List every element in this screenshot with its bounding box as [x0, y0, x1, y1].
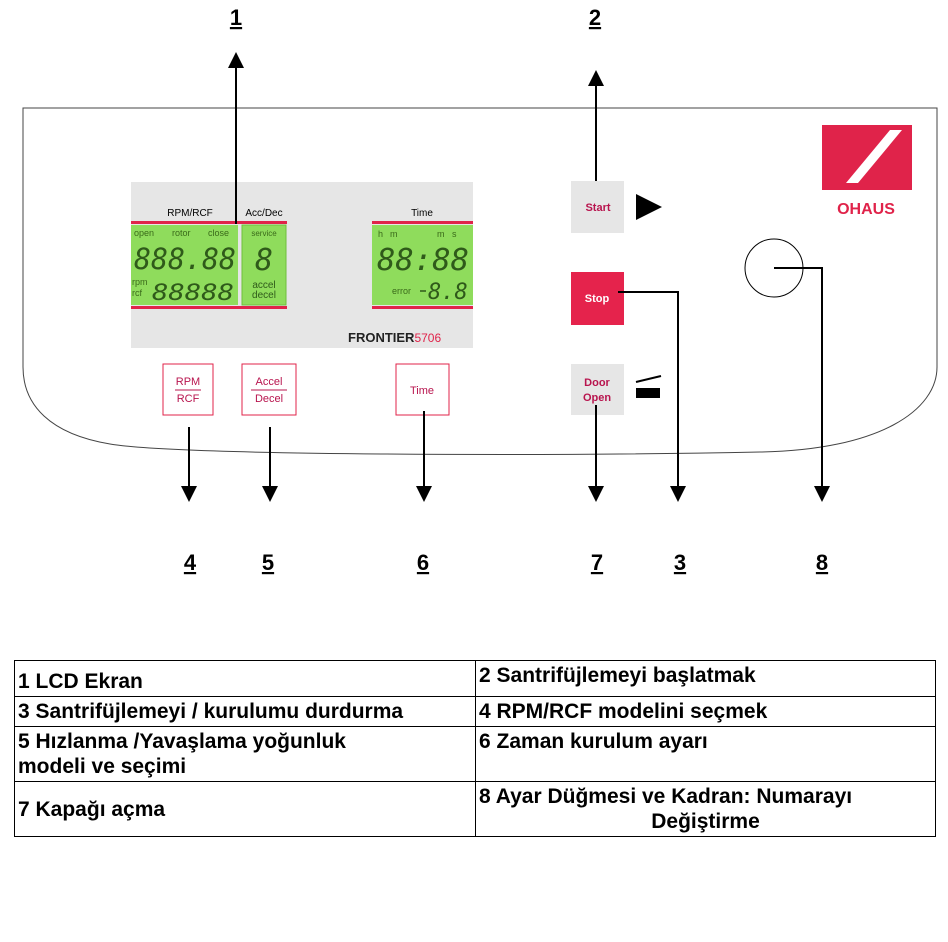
accel-button-label-bottom: Decel: [255, 393, 283, 405]
start-button-label: Start: [585, 202, 610, 214]
control-panel-diagram: RPM/RCF Acc/Dec Time open rotor close 88…: [22, 5, 938, 575]
time-digits: 88:88: [377, 243, 469, 278]
time-button-label: Time: [410, 385, 434, 397]
lcd-decel-label: decel: [252, 290, 276, 301]
lcd-error-label: error: [392, 286, 411, 296]
callout-5-number: 5: [262, 550, 274, 575]
rpm-button-label-top: RPM: [176, 376, 200, 388]
accel-decel-button[interactable]: Accel Decel: [241, 363, 297, 416]
ohaus-logo: OHAUS: [822, 125, 912, 218]
play-icon: [636, 194, 662, 220]
callout-2-number: 2: [589, 5, 601, 30]
callout-7-number: 7: [591, 550, 603, 575]
accel-button-label-top: Accel: [256, 376, 283, 388]
rpm-rcf-button[interactable]: RPM RCF: [162, 363, 214, 416]
lcd-bottom-bar-right: [372, 306, 473, 309]
rpm-display-window: [131, 225, 238, 305]
callout-8-line: [774, 267, 830, 502]
legend-item-1: 1 LCD Ekran: [14, 660, 476, 697]
accel-display-window: [241, 224, 287, 306]
accel-digit: 8: [255, 243, 273, 278]
lcd-m-label: m: [390, 229, 398, 239]
ohaus-logo-mark: [822, 125, 912, 190]
stop-button[interactable]: Stop: [571, 272, 624, 325]
rpm-button-label-bottom: RCF: [177, 393, 200, 405]
door-button-label-top: Door: [584, 377, 610, 389]
door-button-label-bottom: Open: [583, 392, 611, 404]
rpm-unit-label: rpm: [132, 277, 148, 287]
legend-item-2: 2 Santrifüjlemeyi başlatmak: [475, 660, 936, 697]
lcd-service-label: service: [251, 229, 277, 238]
lcd-h-label: h: [378, 229, 383, 239]
model-brand: FRONTIER5706: [348, 330, 441, 345]
stop-button-label: Stop: [585, 293, 610, 305]
callout-4-number: 4: [184, 550, 197, 575]
door-open-icon: [635, 375, 662, 398]
time-button[interactable]: Time: [395, 363, 450, 416]
table-row: 3 Santrifüjlemeyi / kurulumu durdurma 4 …: [14, 696, 936, 727]
time-header: Time: [411, 208, 433, 219]
legend-item-4: 4 RPM/RCF modelini seçmek: [475, 696, 936, 727]
lcd-top-bar-right: [372, 221, 473, 224]
lcd-s-label: s: [452, 229, 457, 239]
error-digits: 8.8: [428, 280, 468, 305]
acc-dec-header: Acc/Dec: [245, 208, 282, 219]
callout-1-number: 1: [230, 5, 242, 30]
door-open-button[interactable]: Door Open: [571, 364, 624, 415]
lcd-top-bar-left: [131, 221, 287, 224]
legend-item-6: 6 Zaman kurulum ayarı: [475, 726, 936, 782]
table-row: 1 LCD Ekran 2 Santrifüjlemeyi başlatmak: [14, 660, 936, 697]
ohaus-logo-text: OHAUS: [837, 201, 895, 218]
lcd-open-label: open: [134, 228, 154, 238]
lcd-rotor-label: rotor: [172, 228, 191, 238]
rcf-unit-label: rcf: [132, 288, 142, 298]
lcd-accel-label: accel: [252, 280, 275, 291]
callout-6-number: 6: [417, 550, 429, 575]
callout-3-line: [618, 291, 686, 502]
callout-8-number: 8: [816, 550, 828, 575]
lcd-m2-label: m: [437, 229, 445, 239]
rcf-digits: 88888: [152, 281, 234, 306]
legend-item-3: 3 Santrifüjlemeyi / kurulumu durdurma: [14, 696, 476, 727]
start-button[interactable]: Start: [571, 181, 624, 233]
legend-item-7: 7 Kapağı açma: [14, 781, 476, 837]
lcd-bottom-bar-left: [131, 306, 287, 309]
rpm-rcf-header: RPM/RCF: [167, 208, 213, 219]
legend-table: 1 LCD Ekran 2 Santrifüjlemeyi başlatmak …: [14, 660, 936, 837]
rpm-digits: 888.88: [134, 242, 236, 276]
model-number: 5706: [414, 331, 441, 345]
callout-3-number: 3: [674, 550, 686, 575]
lcd-close-label: close: [208, 228, 229, 238]
table-row: 7 Kapağı açma 8 Ayar Düğmesi ve Kadran: …: [14, 781, 936, 837]
